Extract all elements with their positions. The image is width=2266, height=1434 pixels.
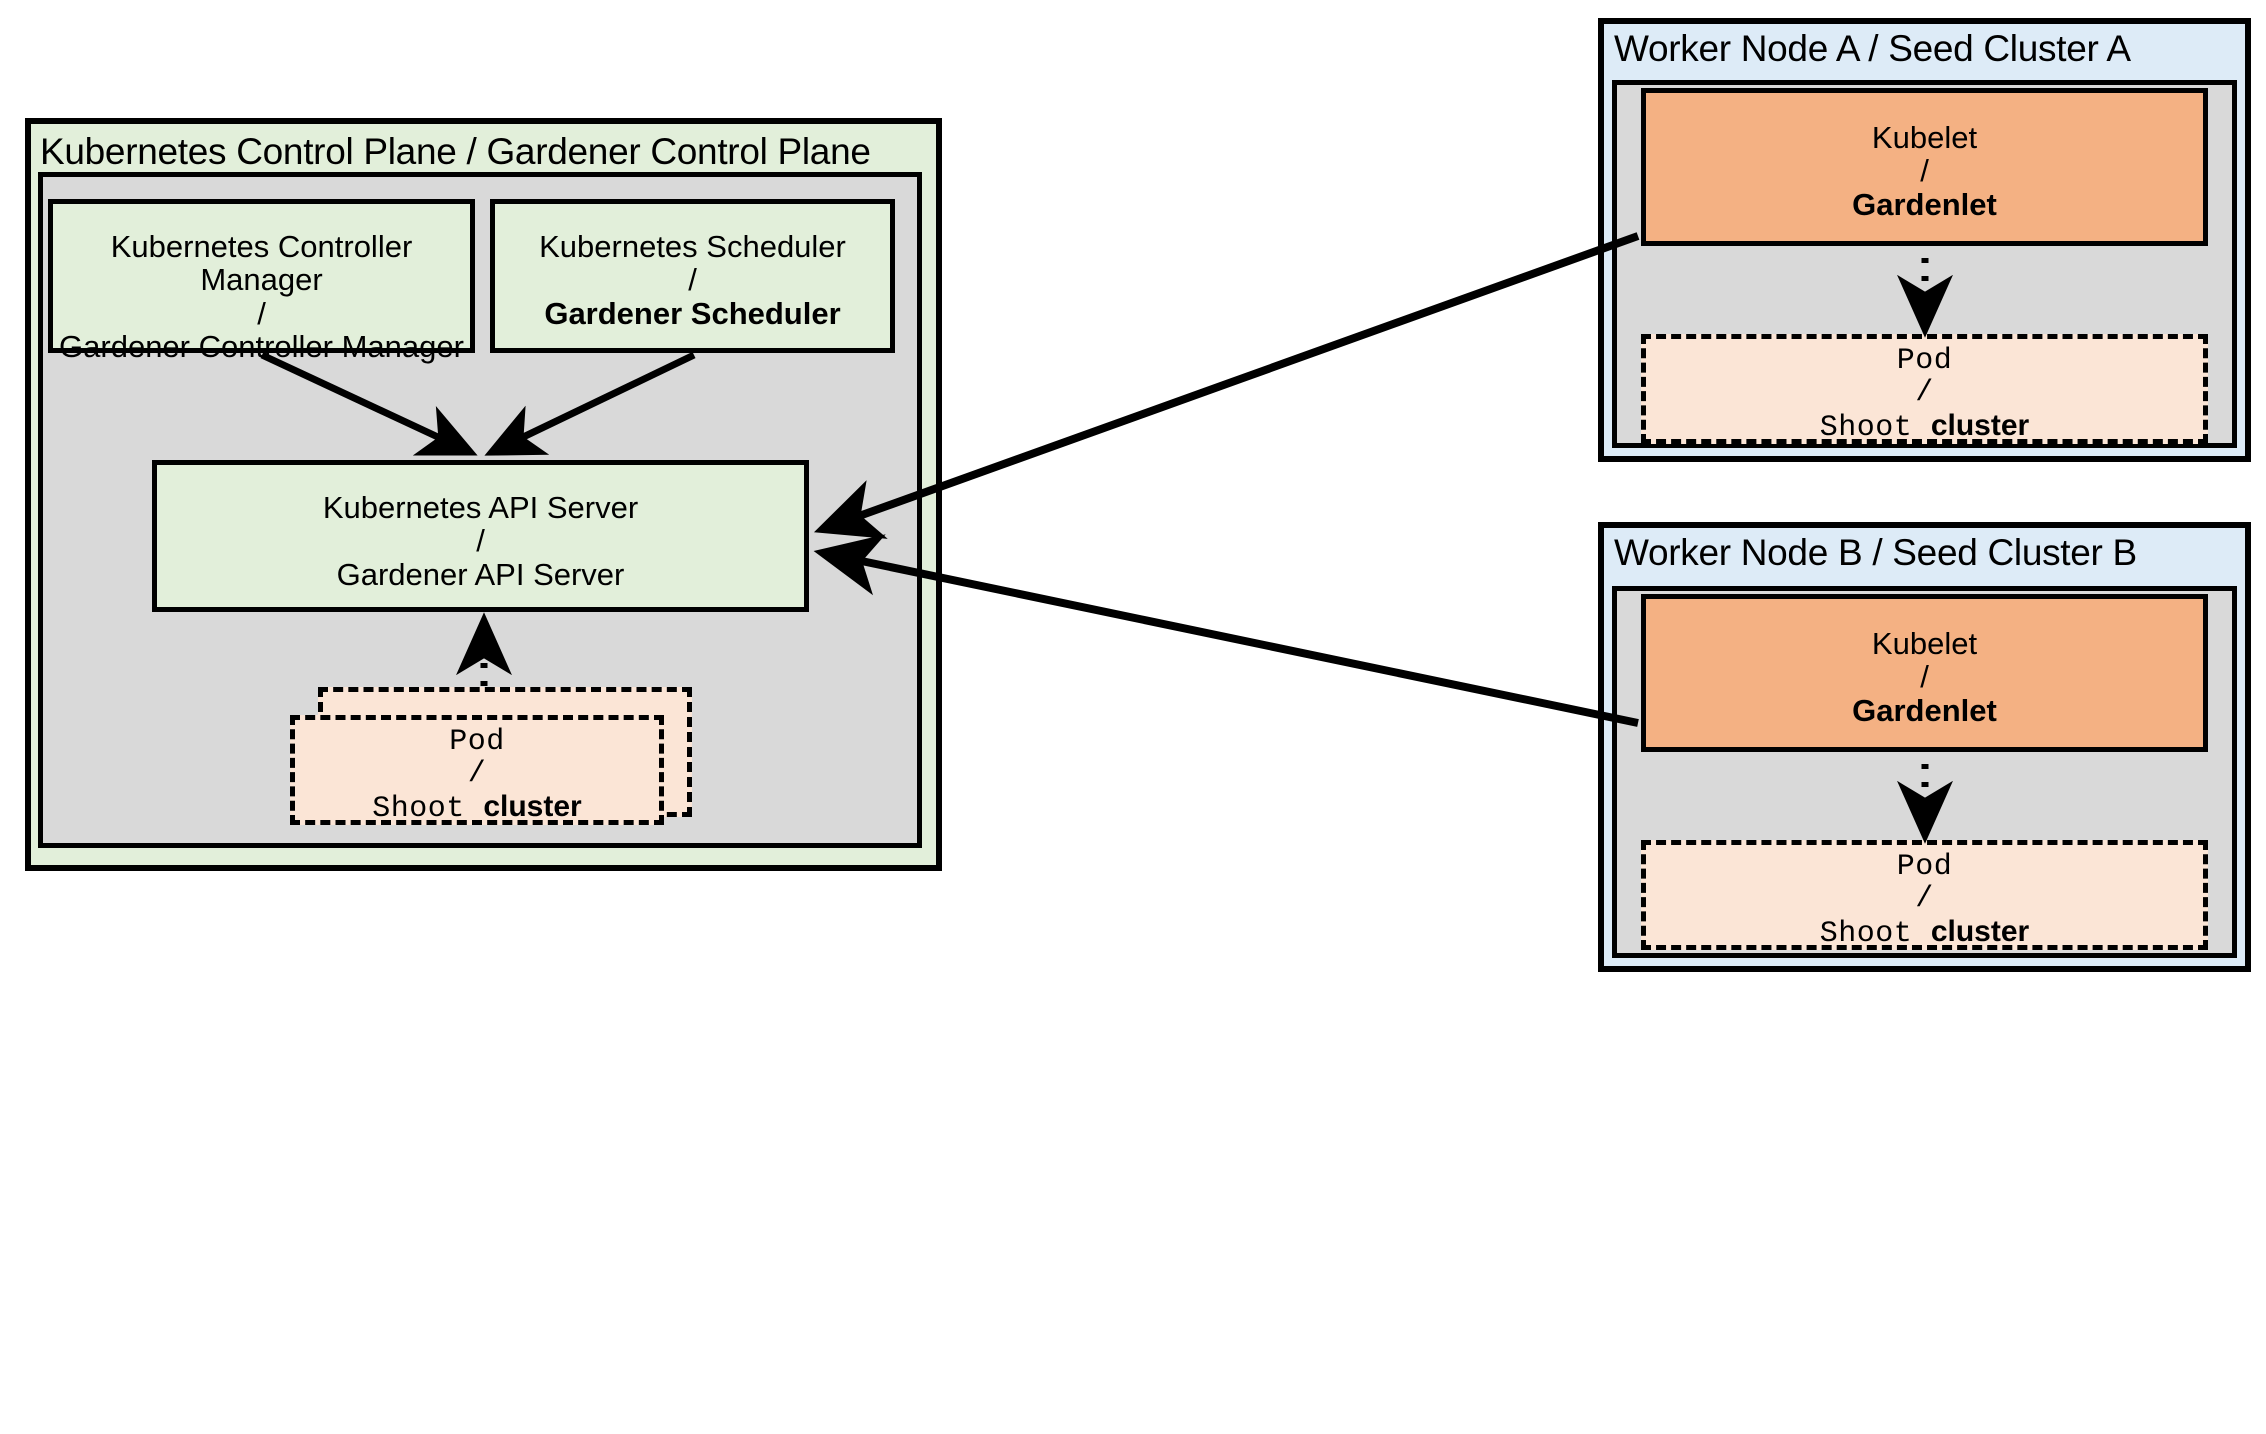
arrow-seed-b-gardenlet-to-api-server: [813, 534, 1639, 727]
controller-manager-line2: Gardener Controller Manager: [59, 329, 464, 365]
kubernetes-api-server-box[interactable]: Kubernetes API Server / Gardener API Ser…: [152, 460, 809, 612]
seed-b-pod-line1: Pod: [1896, 850, 1953, 884]
seed-cluster-b-title: Worker Node B / Seed Cluster B: [1614, 532, 2137, 573]
api-server-label: Kubernetes API Server / Gardener API Ser…: [157, 490, 804, 592]
scheduler-line2: Gardener Scheduler: [544, 295, 841, 331]
control-plane-pod-line1: Pod: [449, 725, 505, 759]
api-server-line1: Kubernetes API Server: [322, 490, 639, 525]
seed-a-pod-separator: /: [1915, 376, 1934, 411]
seed-a-pod-box[interactable]: Pod / Shoot cluster: [1641, 334, 2208, 444]
controller-manager-line1: Kubernetes Controller Manager: [110, 229, 413, 298]
seed-b-kubelet-separator: /: [1920, 659, 1929, 695]
seed-b-pod-box[interactable]: Pod / Shoot cluster: [1641, 840, 2208, 950]
seed-a-pod-line2-mono: Shoot: [1819, 410, 1931, 445]
seed-a-pod-line2: Shoot cluster: [1646, 408, 2203, 445]
kubernetes-scheduler-box[interactable]: Kubernetes Scheduler / Gardener Schedule…: [490, 199, 895, 353]
seed-b-kubelet-line2: Gardenlet: [1852, 692, 1997, 728]
controller-manager-label: Kubernetes Controller Manager / Gardener…: [53, 230, 470, 364]
seed-a-pod-line1: Pod: [1896, 344, 1953, 378]
control-plane-title: Kubernetes Control Plane / Gardener Cont…: [40, 131, 871, 172]
api-server-line2: Gardener API Server: [336, 556, 625, 592]
seed-a-kubelet-line1: Kubelet: [1871, 120, 1978, 155]
control-plane-pod-box[interactable]: Pod / Shoot cluster: [290, 715, 664, 825]
scheduler-separator: /: [688, 262, 697, 298]
control-plane-pod-separator: /: [467, 757, 487, 792]
seed-cluster-a-title: Worker Node A / Seed Cluster A: [1614, 28, 2131, 69]
scheduler-label: Kubernetes Scheduler / Gardener Schedule…: [495, 229, 890, 331]
kubernetes-controller-manager-box[interactable]: Kubernetes Controller Manager / Gardener…: [48, 199, 475, 364]
seed-a-pod-line2-bold: cluster: [1930, 408, 2030, 442]
control-plane-pod-line2: Shoot cluster: [295, 789, 659, 826]
control-plane-pod-line2-bold: cluster: [483, 789, 582, 823]
seed-a-kubelet-box[interactable]: Kubelet / Gardenlet: [1641, 88, 2208, 246]
seed-a-kubelet-line2: Gardenlet: [1852, 186, 1997, 222]
seed-a-pod-label: Pod / Shoot cluster: [1646, 345, 2203, 444]
api-server-separator: /: [476, 523, 485, 559]
seed-a-kubelet-separator: /: [1920, 153, 1929, 189]
seed-b-pod-separator: /: [1915, 882, 1934, 917]
seed-b-pod-label: Pod / Shoot cluster: [1646, 851, 2203, 950]
control-plane-pod-line2-mono: Shoot: [372, 791, 484, 826]
seed-b-pod-line2-bold: cluster: [1930, 914, 2030, 948]
seed-b-pod-line2: Shoot cluster: [1646, 914, 2203, 951]
seed-b-pod-line2-mono: Shoot: [1819, 916, 1931, 951]
arrow-seed-a-gardenlet-to-api-server: [813, 232, 1640, 539]
seed-b-kubelet-box[interactable]: Kubelet / Gardenlet: [1641, 594, 2208, 752]
seed-b-kubelet-line1: Kubelet: [1871, 626, 1978, 661]
seed-a-kubelet-label: Kubelet / Gardenlet: [1646, 120, 2203, 222]
seed-b-kubelet-label: Kubelet / Gardenlet: [1646, 626, 2203, 728]
controller-manager-separator: /: [257, 295, 266, 331]
control-plane-pod-label: Pod / Shoot cluster: [295, 726, 659, 825]
scheduler-line1: Kubernetes Scheduler: [539, 229, 846, 264]
